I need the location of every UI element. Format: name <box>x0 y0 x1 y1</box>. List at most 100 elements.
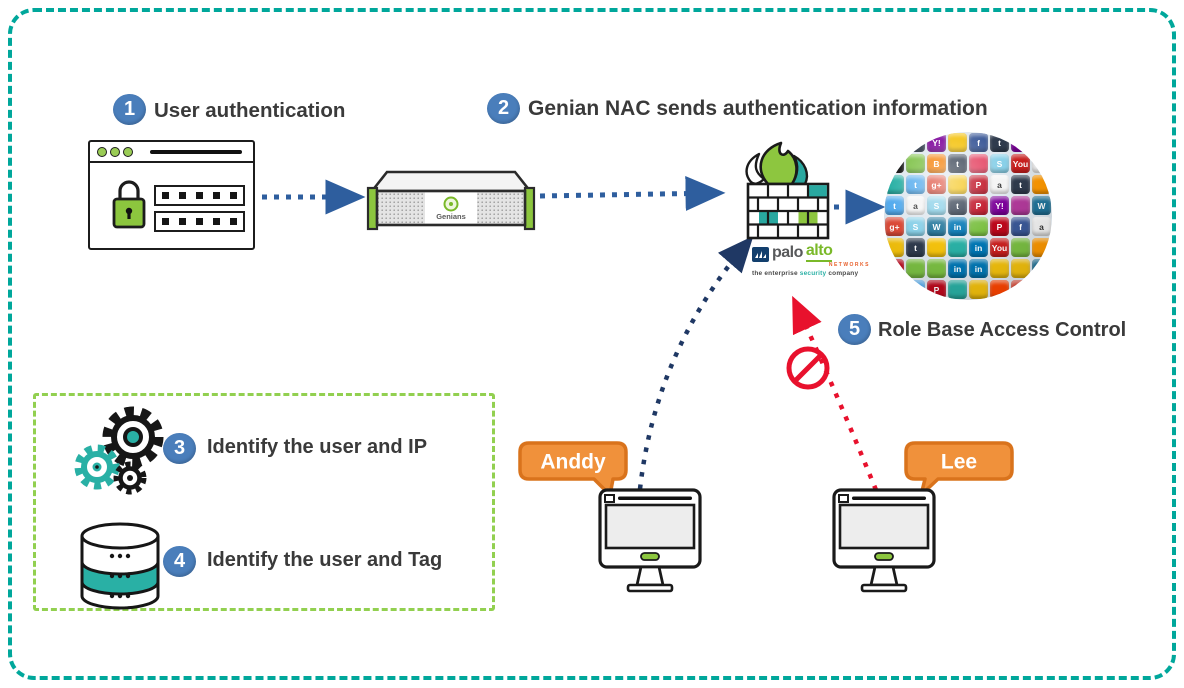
paloalto-tagline: the enterprise security company <box>752 270 870 277</box>
social-app-tile: You <box>1011 154 1030 173</box>
social-app-tile <box>990 259 1009 278</box>
social-app-tile <box>1011 259 1030 278</box>
social-app-tile: f <box>885 133 904 152</box>
step-4-badge: 4 <box>163 546 196 577</box>
social-app-tile <box>906 259 925 278</box>
tagline-part: security <box>799 270 827 277</box>
gear-teal <box>74 444 120 490</box>
step-3-badge: 3 <box>163 433 196 464</box>
appliance-brand: Genians <box>436 212 466 221</box>
anddy-computer <box>598 488 702 593</box>
social-app-tile: P <box>969 175 988 194</box>
flame-teal <box>790 154 809 186</box>
social-app-tile <box>885 238 904 257</box>
brick-wall <box>746 182 830 240</box>
social-app-tile: a <box>1032 217 1051 236</box>
step-5-number: 5 <box>848 318 861 340</box>
lee-computer <box>832 488 936 593</box>
step-4-label: Identify the user and Tag <box>207 549 443 571</box>
internet-globe: ftY!ftY!BtSYouatg+PattaStPY!Wg+SWinPfati… <box>884 132 1052 300</box>
step-2-badge: 2 <box>487 93 520 124</box>
social-app-tile <box>948 175 967 194</box>
flame-green <box>759 141 798 186</box>
database-dots <box>109 553 131 599</box>
masked-text <box>162 192 237 199</box>
social-app-tile: a <box>1032 154 1051 173</box>
social-app-tile: B <box>927 154 946 173</box>
social-app-tile: in <box>969 259 988 278</box>
social-app-tile: t <box>990 133 1009 152</box>
titlebar-line <box>150 150 242 154</box>
social-app-tile <box>948 133 967 152</box>
social-app-tile: a <box>885 280 904 299</box>
window-dot-icon <box>123 147 133 157</box>
social-app-tile: P <box>990 217 1009 236</box>
arrow-nac-to-firewall <box>539 176 726 212</box>
arrow-anddy-to-firewall <box>637 235 754 490</box>
social-app-tile: t <box>906 175 925 194</box>
social-app-tile: t <box>885 196 904 215</box>
social-app-tile: S <box>990 154 1009 173</box>
social-app-tile: t <box>906 133 925 152</box>
database-icon <box>80 522 160 610</box>
social-app-tile: t <box>948 196 967 215</box>
social-app-tile: t <box>906 238 925 257</box>
step-2-label: Genian NAC sends authentication informat… <box>528 97 988 120</box>
social-app-tile <box>1032 133 1051 152</box>
step-5-badge: 5 <box>838 314 871 345</box>
social-app-tile <box>906 154 925 173</box>
social-app-tile <box>927 259 946 278</box>
password-field <box>154 211 245 232</box>
social-app-tile: a <box>990 175 1009 194</box>
social-app-tile: S <box>927 196 946 215</box>
social-app-tile: P <box>969 196 988 215</box>
social-app-tile <box>1011 238 1030 257</box>
step-3-label: Identify the user and IP <box>207 436 428 458</box>
step-3-number: 3 <box>173 437 186 459</box>
lee-speech-bubble: Lee <box>904 441 1014 497</box>
step-5-label: Role Base Access Control <box>878 319 1127 341</box>
social-app-tile: f <box>969 133 988 152</box>
social-app-tile: f <box>1011 217 1030 236</box>
social-app-tile: t <box>1011 175 1030 194</box>
social-app-tile <box>1011 196 1030 215</box>
step-4-number: 4 <box>173 550 186 572</box>
brand-networks: NETWORKS <box>828 262 870 268</box>
gears-icon <box>74 406 164 495</box>
social-app-tile: W <box>1032 259 1051 278</box>
globe-shading <box>884 132 1052 300</box>
brand-alto: alto <box>805 242 833 262</box>
social-app-tile: in <box>948 259 967 278</box>
anddy-name: Anddy <box>540 451 606 474</box>
social-app-tile: in <box>969 238 988 257</box>
social-app-tile: You <box>990 238 1009 257</box>
social-app-tile: t <box>948 154 967 173</box>
social-app-tile: in <box>948 217 967 236</box>
gear-large <box>102 406 164 468</box>
social-app-tile <box>885 175 904 194</box>
social-app-tile <box>1032 238 1051 257</box>
social-app-tile: a <box>906 196 925 215</box>
social-app-tile <box>969 217 988 236</box>
anddy-speech-bubble: Anddy <box>518 441 628 497</box>
social-app-tile: W <box>927 217 946 236</box>
social-app-tile <box>969 154 988 173</box>
login-window <box>88 140 255 250</box>
social-app-tile <box>948 238 967 257</box>
step-2-number: 2 <box>497 97 510 119</box>
window-dot-icon <box>110 147 120 157</box>
social-app-tile <box>948 280 967 299</box>
social-app-tile: P <box>927 280 946 299</box>
step-1-number: 1 <box>123 98 136 120</box>
social-globe-grid: ftY!ftY!BtSYouatg+PattaStPY!Wg+SWinPfati… <box>884 132 1052 300</box>
step-1-badge: 1 <box>113 94 146 125</box>
lee-name: Lee <box>941 451 977 474</box>
tagline-part: the enterprise <box>752 270 800 277</box>
social-app-tile: Y! <box>990 196 1009 215</box>
masked-text <box>162 218 237 225</box>
social-app-tile: Y! <box>927 133 946 152</box>
paloalto-mark-icon <box>752 247 769 262</box>
genian-nac-appliance: Genians <box>366 170 536 231</box>
